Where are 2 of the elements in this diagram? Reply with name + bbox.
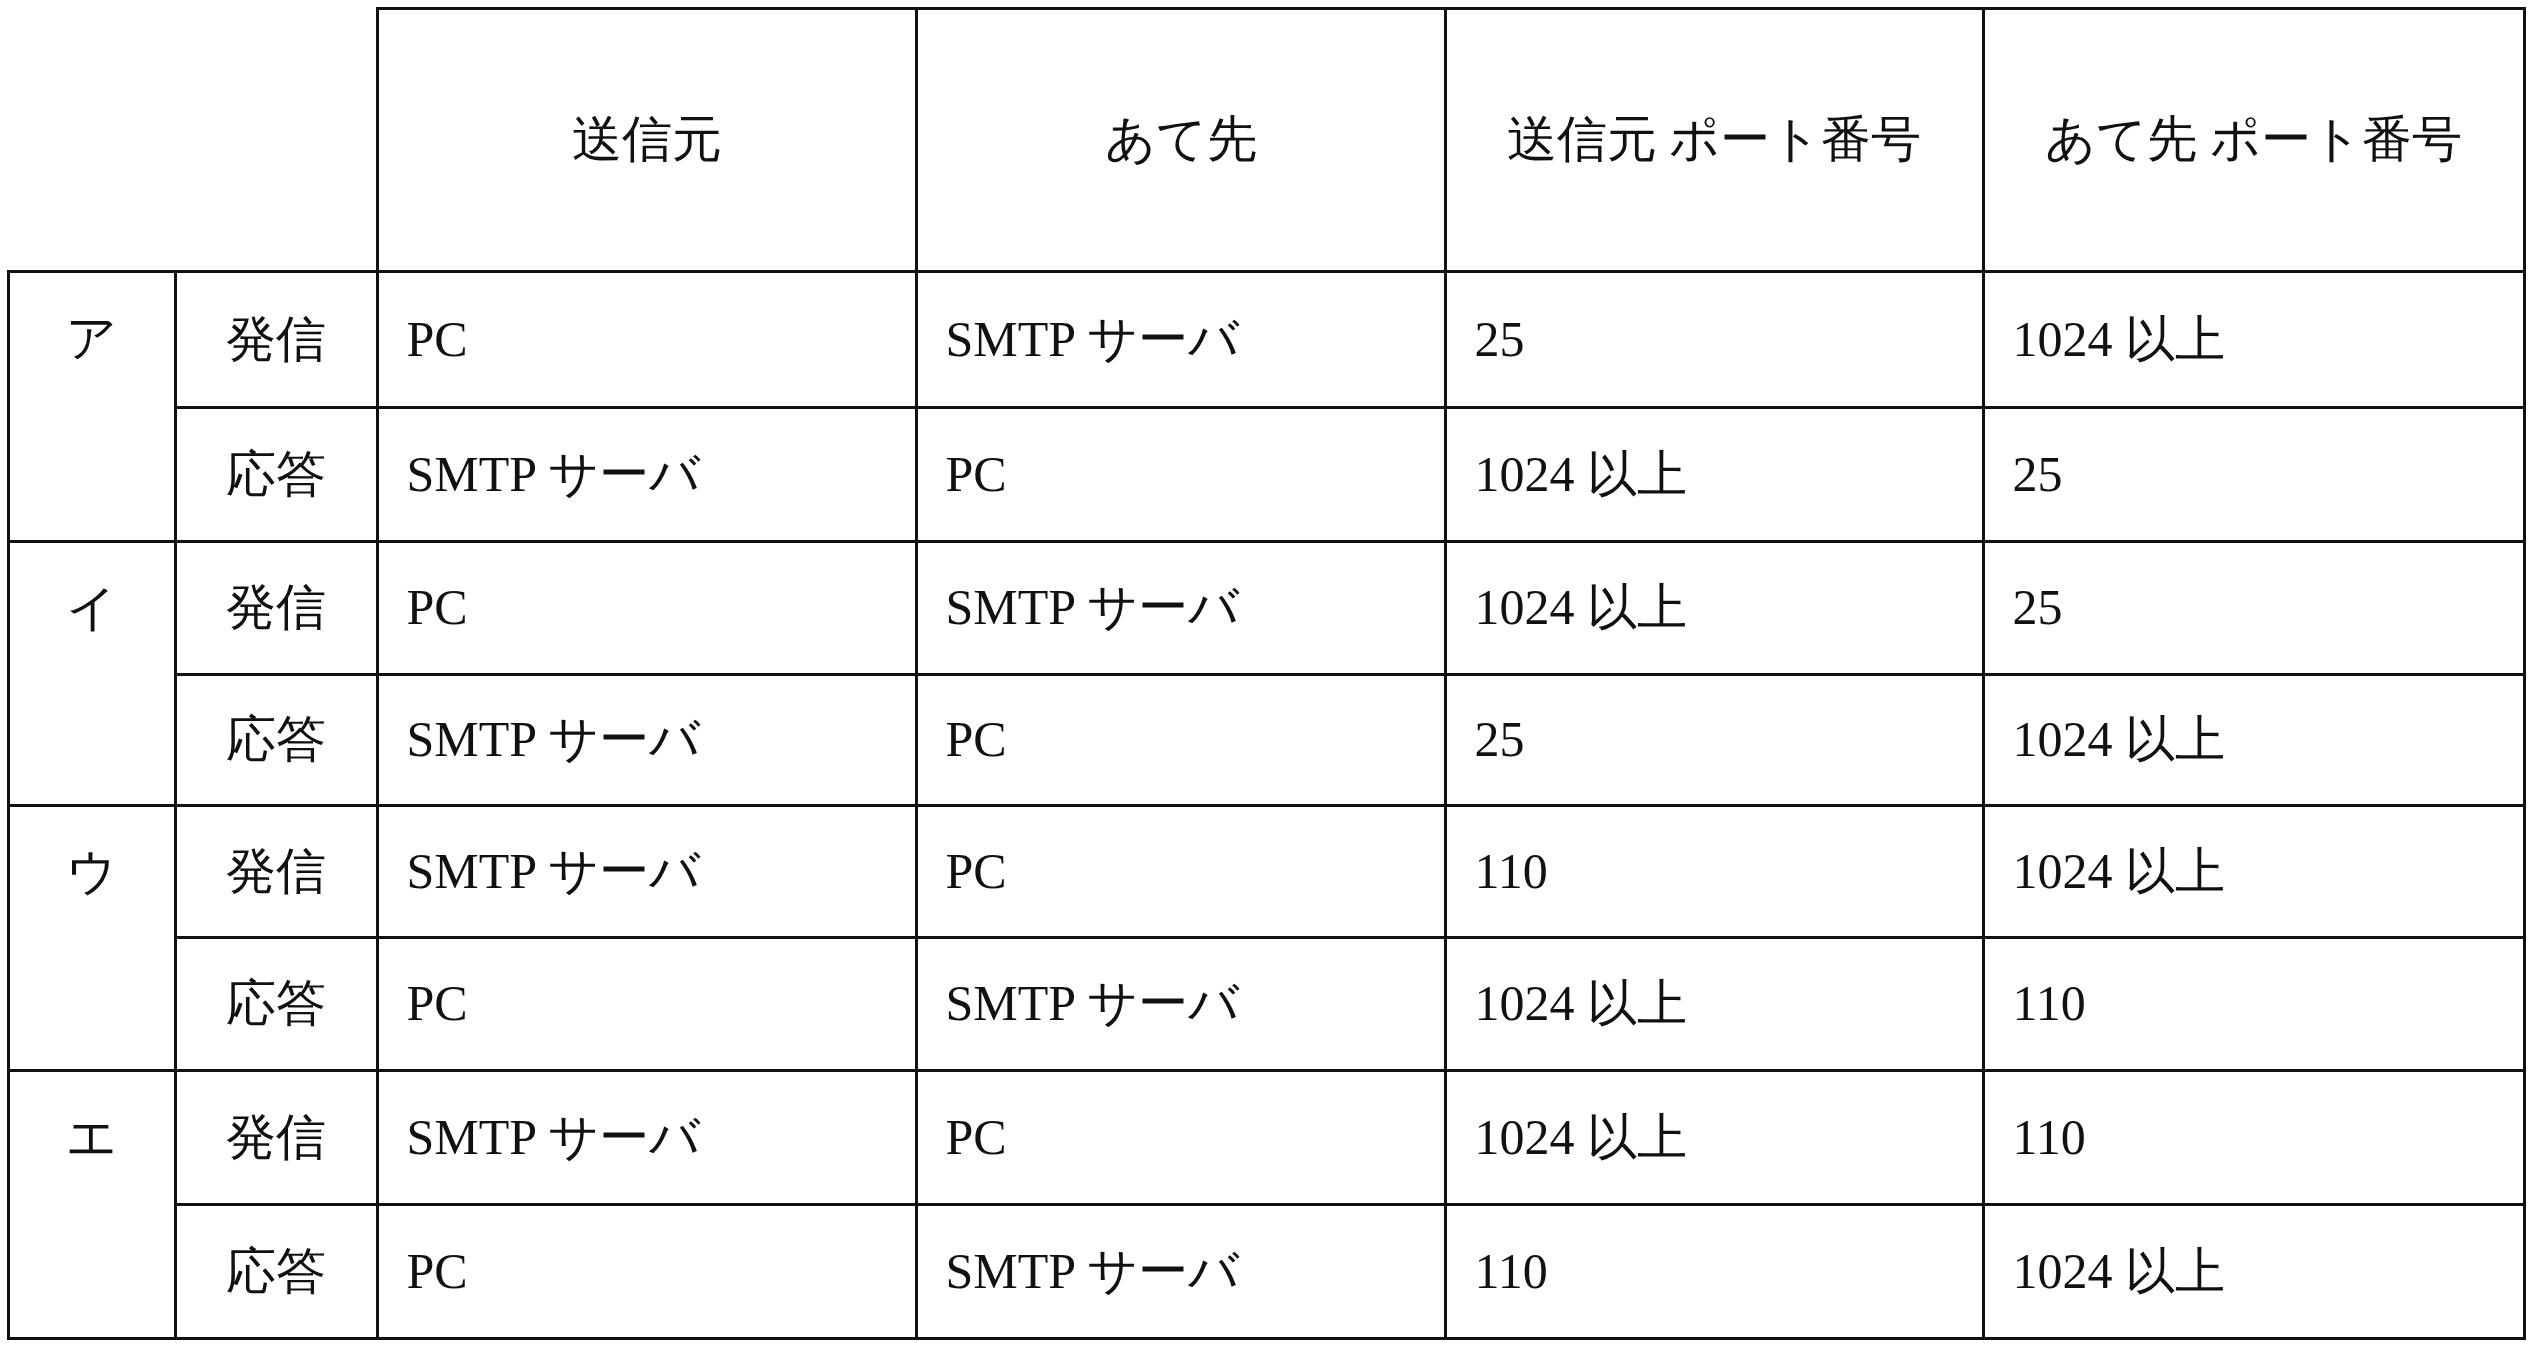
option-cell: ア xyxy=(6,269,177,543)
header-cell: 送信元 xyxy=(375,6,918,273)
